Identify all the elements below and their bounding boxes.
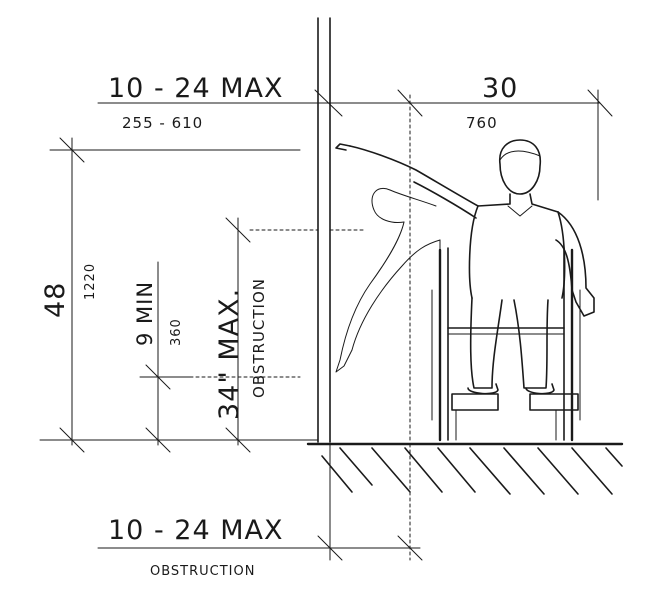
obstruction-height-dimension: 34" MAX. OBSTRUCTION [214,217,366,453]
obstruction-label-vertical: OBSTRUCTION [250,278,268,398]
top-reach-mm-label: 255 - 610 [122,114,203,132]
obstruction-height-label: 34" MAX. [214,288,245,420]
width-dimension: 30 760 [329,73,613,201]
bottom-depth-dimension: 10 - 24 MAX OBSTRUCTION [97,515,423,579]
person-in-wheelchair [335,139,595,442]
top-reach-in-label: 10 - 24 MAX [108,73,283,104]
knee-in-label: 9 MIN [133,281,157,346]
height-mm-label: 1220 [83,263,98,300]
reach-silhouette [335,188,441,373]
height-dimension: 48 1220 [39,137,319,453]
width-in-label: 30 [482,73,518,104]
knee-mm-label: 360 [169,318,184,346]
bottom-obstruction-label: OBSTRUCTION [150,564,255,579]
knee-clearance-dimension: 9 MIN 360 [133,261,301,453]
height-in-label: 48 [40,282,71,318]
width-mm-label: 760 [466,114,498,132]
top-reach-dimension: 10 - 24 MAX 255 - 610 [97,73,343,132]
bottom-depth-label: 10 - 24 MAX [108,515,283,546]
floor-hatch [306,442,624,561]
